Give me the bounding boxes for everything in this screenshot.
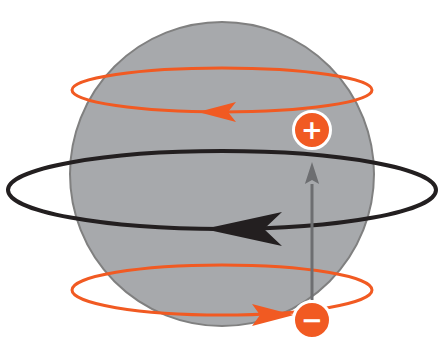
charge-circle: + [292,110,332,150]
charge-circle: − [292,300,332,340]
charge-sign: + [301,117,323,143]
charge-sign: − [301,307,323,333]
arrowhead [198,102,236,122]
arrowhead [204,212,282,246]
sphere [70,22,374,326]
dipole-arrow [311,184,314,300]
arrowhead [252,304,294,326]
field-loop [72,68,372,112]
orbit-loop [8,151,436,229]
